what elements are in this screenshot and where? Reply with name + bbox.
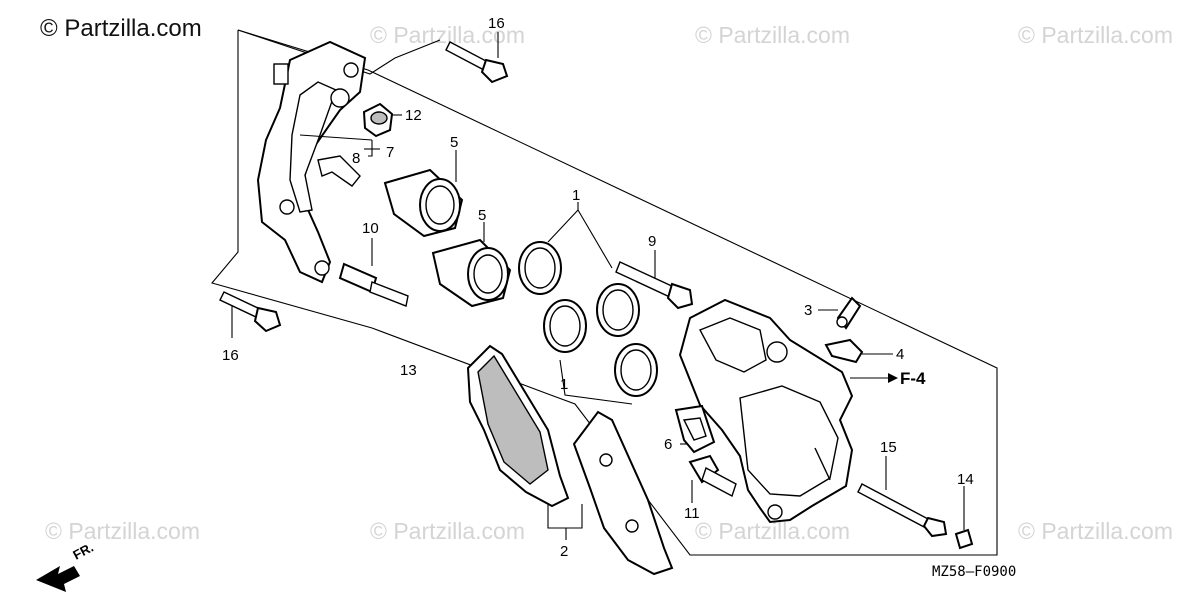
watermark-faint: © Partzilla.com — [370, 22, 525, 48]
reference-arrow-icon — [888, 373, 898, 383]
callout-9: 9 — [648, 233, 656, 250]
watermark-faint: © Partzilla.com — [695, 22, 850, 48]
watermark-faint: © Partzilla.com — [370, 518, 525, 544]
piston-icon — [383, 168, 464, 238]
brake-pad-icon — [466, 344, 570, 508]
callout-10: 10 — [362, 220, 379, 237]
callout-6: 6 — [664, 436, 672, 453]
callout-4: 4 — [896, 346, 904, 363]
bleeder-cap-icon — [824, 338, 864, 364]
reference-label: F-4 — [900, 369, 926, 388]
callout-11: 11 — [684, 505, 700, 522]
callout-2: 2 — [560, 543, 568, 560]
bleeder-screw-icon — [836, 296, 862, 330]
watermark-faint: © Partzilla.com — [45, 518, 200, 544]
diagram-code: MZ58—F0900 — [932, 564, 1016, 580]
callout-5: 5 — [450, 134, 458, 151]
callout-13: 13 — [400, 362, 417, 379]
bracket-group-outline — [211, 29, 998, 556]
pad-pin-icon — [688, 454, 737, 498]
watermark-main: © Partzilla.com — [40, 15, 202, 42]
callout-5: 5 — [478, 207, 486, 224]
callout-14: 14 — [957, 471, 974, 488]
boot-nut-icon — [362, 102, 394, 138]
front-direction-arrow-icon — [36, 566, 80, 592]
guide-pin-icon — [338, 262, 409, 307]
pad-spring-icon — [674, 404, 716, 454]
caliper-body-icon — [678, 298, 854, 524]
caliper-group-outline — [237, 29, 441, 75]
callout-8: 8 — [352, 150, 360, 167]
callout-1: 1 — [560, 376, 568, 393]
callout-7: 7 — [386, 144, 394, 161]
pad-spring-clip-icon — [317, 155, 361, 187]
callout-3: 3 — [804, 302, 812, 319]
slide-pin-icon — [615, 261, 694, 310]
callout-15: 15 — [880, 439, 897, 456]
plug-icon — [954, 528, 974, 550]
callout-16: 16 — [488, 15, 505, 32]
callout-16: 16 — [222, 347, 239, 364]
bolt-icon — [445, 41, 509, 84]
callout-1: 1 — [572, 187, 580, 204]
brake-pad-icon — [572, 410, 674, 576]
front-label: FR. — [70, 540, 96, 563]
caliper-bracket-icon — [256, 40, 367, 284]
watermark-faint: © Partzilla.com — [1018, 22, 1173, 48]
piston-seal-icon — [518, 241, 658, 397]
pad-pin-long-icon — [857, 483, 948, 538]
bolt-icon — [219, 291, 282, 333]
callout-12: 12 — [405, 107, 422, 124]
piston-icon — [431, 238, 512, 308]
watermark-faint: © Partzilla.com — [1018, 518, 1173, 544]
